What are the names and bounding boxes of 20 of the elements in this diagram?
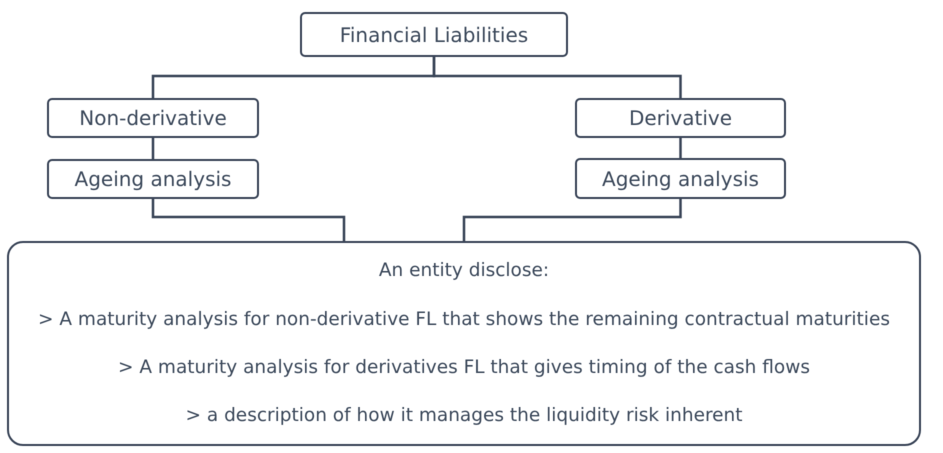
- box-label: Non-derivative: [79, 105, 227, 132]
- category-box: [575, 158, 786, 199]
- box-label: Financial Liabilities: [340, 22, 528, 48]
- bullet-text: > A maturity analysis for derivatives FL that gives timing of the cash flows: [118, 356, 810, 380]
- connector-line: [152, 199, 346, 241]
- connector-line: [462, 199, 682, 241]
- category-box: [47, 98, 259, 138]
- category-box: [575, 98, 786, 138]
- connector-line: [432, 57, 682, 98]
- note-box: [7, 241, 921, 446]
- box-label: Ageing analysis: [74, 166, 232, 193]
- category-box: [47, 159, 259, 199]
- category-box: [300, 12, 568, 57]
- box-label: Derivative: [628, 105, 732, 132]
- bullet-text: > A maturity analysis for non-derivative FL that shows the remaining contractual maturities: [38, 308, 890, 332]
- bullet-text: > a description of how it manages the liquidity risk inherent: [185, 404, 743, 428]
- note-heading: An entity disclose:: [378, 259, 550, 284]
- box-label: Ageing analysis: [602, 166, 759, 192]
- connector-line: [152, 138, 154, 159]
- connector-line: [679, 138, 682, 158]
